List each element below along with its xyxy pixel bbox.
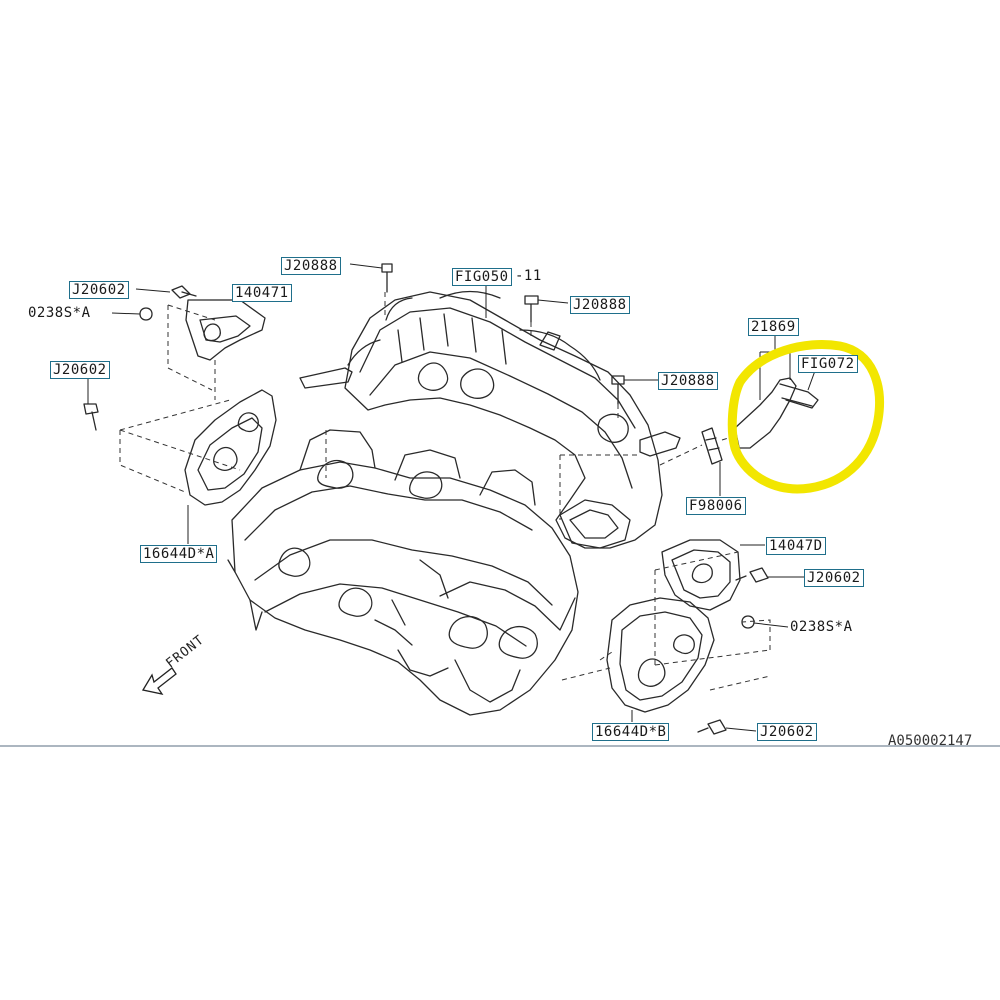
right-timing-cover [606,539,741,713]
label-j20602-right[interactable]: J20602 [804,569,864,587]
fasteners [83,263,769,735]
label-21869[interactable]: 21869 [748,318,799,336]
label-14047d[interactable]: 14047D [766,537,826,555]
highlight-circle [727,340,884,494]
label-j20602-top-left[interactable]: J20602 [69,281,129,299]
label-j20602-left[interactable]: J20602 [50,361,110,379]
intake-pipe [701,377,819,465]
label-16644da[interactable]: 16644D*A [140,545,218,563]
label-j20888-top[interactable]: J20888 [281,257,341,275]
label-0238sa-left: 0238S*A [28,305,91,321]
label-16644db[interactable]: 16644D*B [592,723,670,741]
label-fig050-suffix: -11 [515,268,542,284]
intake-manifold [299,290,681,549]
label-j20602-bottom[interactable]: J20602 [757,723,817,741]
label-fig050[interactable]: FIG050 [452,268,512,286]
left-timing-cover [184,299,277,506]
label-fig072[interactable]: FIG072 [798,355,858,373]
reference-code: A050002147 [888,733,973,749]
cylinder-block [227,429,579,716]
dashed-guides [119,292,771,691]
leader-lines [87,263,817,732]
front-arrow-icon [141,667,177,695]
label-j20888-mid[interactable]: J20888 [658,372,718,390]
label-140471[interactable]: 140471 [232,284,292,302]
label-j20888-right[interactable]: J20888 [570,296,630,314]
label-f98006[interactable]: F98006 [686,497,746,515]
label-0238sa-right: 0238S*A [790,619,853,635]
